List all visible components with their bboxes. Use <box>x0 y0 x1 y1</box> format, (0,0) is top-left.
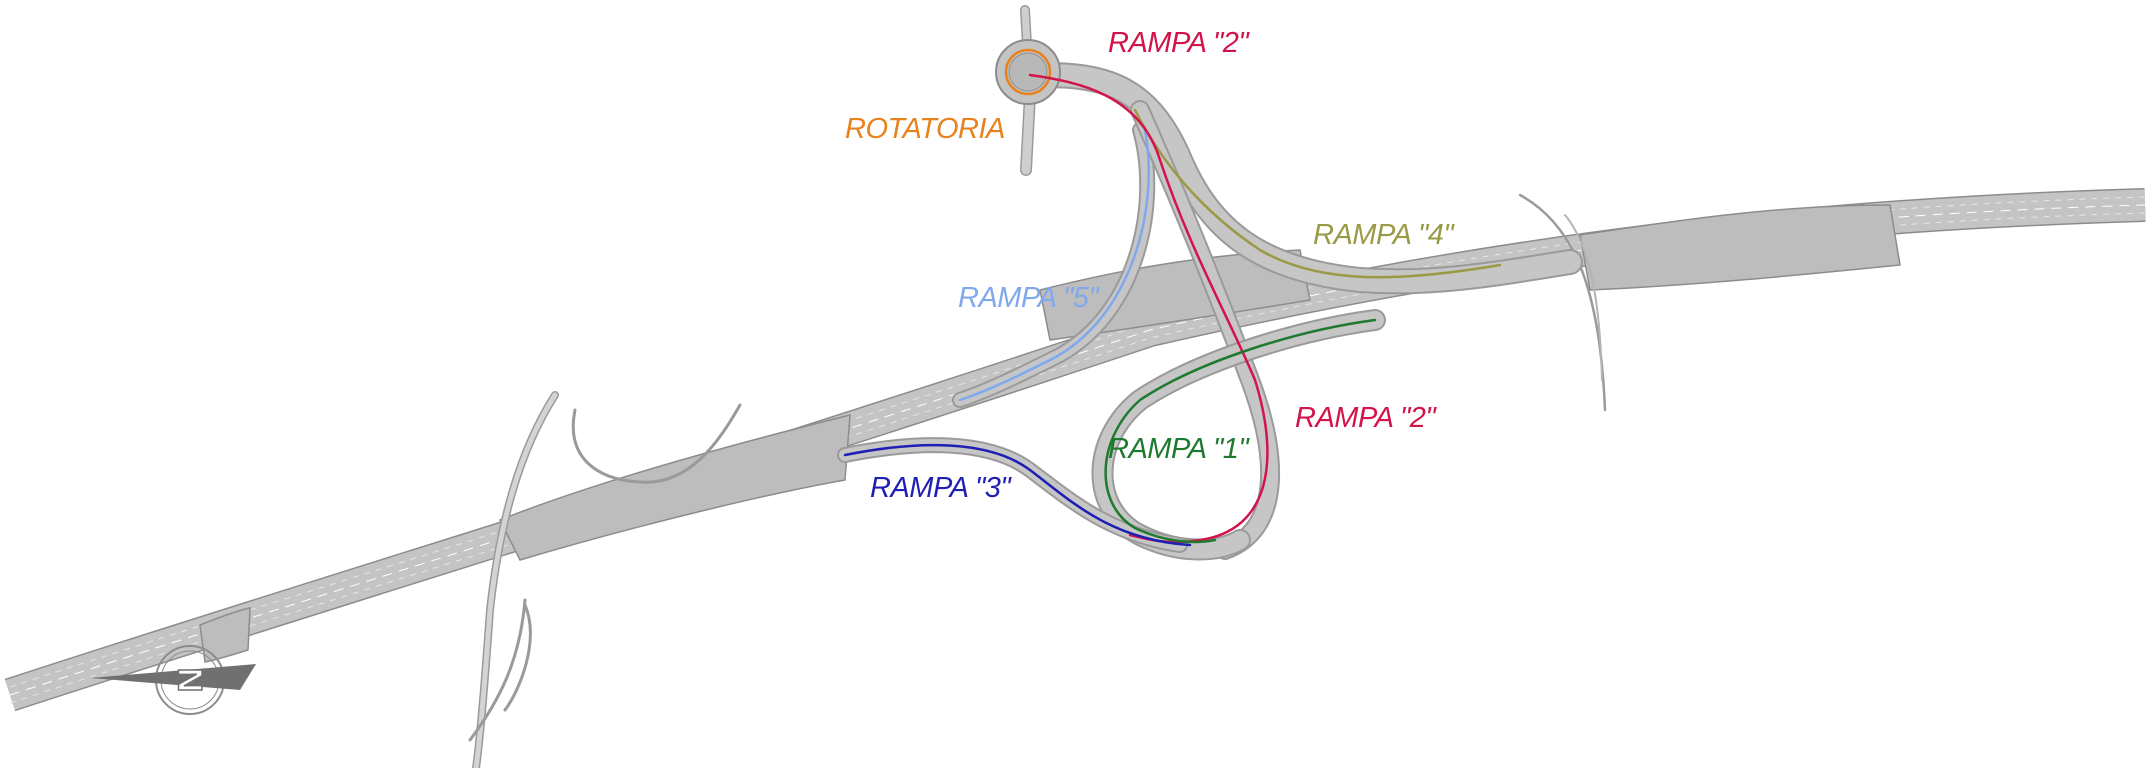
label-rampa-5: RAMPA "5" <box>958 282 1100 314</box>
rampa-1-line <box>1104 318 1377 544</box>
rampa-3-line <box>843 443 1192 547</box>
rampa-5-line <box>958 128 1150 402</box>
north-arrow-icon: N <box>90 645 256 715</box>
svg-text:N: N <box>172 668 210 693</box>
label-rampa-2-top: RAMPA "2" <box>1108 27 1250 59</box>
secondary-roads <box>468 5 1607 768</box>
embankments <box>199 204 1901 663</box>
labels: ROTATORIA RAMPA "2" RAMPA "4" RAMPA "5" … <box>845 27 1456 504</box>
label-rampa-3: RAMPA "3" <box>870 472 1012 504</box>
label-rotatoria: ROTATORIA <box>845 113 1005 145</box>
rampa-2-line <box>1028 73 1269 544</box>
label-rampa-1: RAMPA "1" <box>1108 433 1250 465</box>
roundabout <box>995 39 1061 105</box>
label-rampa-4: RAMPA "4" <box>1313 219 1455 251</box>
ramp-alignments <box>843 73 1502 547</box>
label-rampa-2-right: RAMPA "2" <box>1295 402 1437 434</box>
rampa-4-line <box>1133 108 1502 279</box>
